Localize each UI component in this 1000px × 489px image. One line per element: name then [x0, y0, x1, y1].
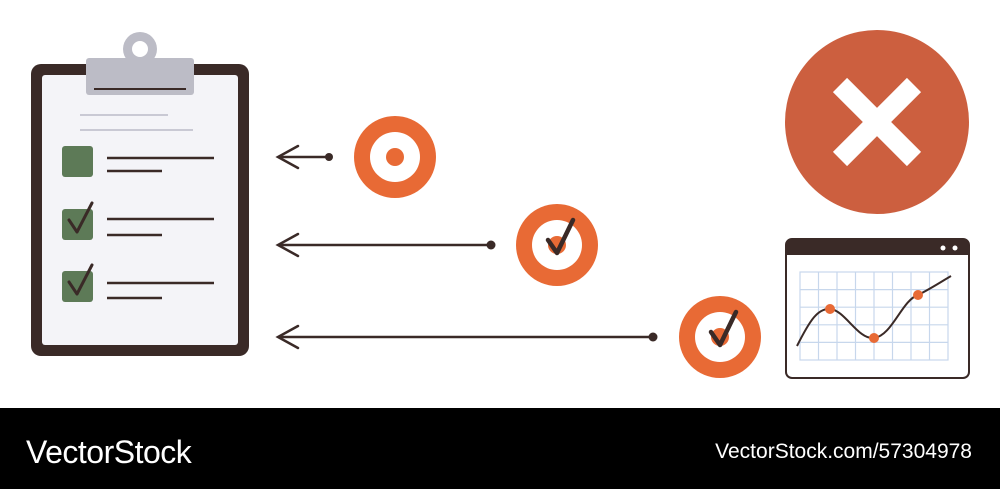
target-icon	[354, 116, 436, 198]
watermark-bar: VectorStock VectorStock.com/57304978	[0, 408, 1000, 489]
checkbox-checked	[62, 271, 93, 302]
target-check-icon	[516, 204, 598, 286]
checkbox-checked	[62, 209, 93, 240]
clip-plate	[86, 58, 194, 95]
check-icon	[708, 309, 739, 348]
check-icon	[67, 201, 94, 234]
checkbox-empty	[62, 146, 93, 177]
clipboard-checklist-icon	[31, 32, 249, 356]
arrow-left-icon	[275, 144, 333, 170]
target-check-icon	[679, 296, 761, 378]
arrow-left-icon	[275, 232, 496, 258]
chart-point	[913, 290, 923, 300]
chart-point	[869, 333, 879, 343]
arrow-left-icon	[275, 324, 658, 350]
check-icon	[67, 263, 94, 296]
image-id-text: VectorStock.com/57304978	[715, 440, 972, 463]
brand-logo: VectorStock	[26, 434, 192, 470]
chart-grid	[799, 271, 949, 361]
check-icon	[545, 217, 576, 256]
line-chart-window-icon	[785, 238, 970, 379]
chart-point	[825, 304, 835, 314]
illustration	[31, 30, 970, 379]
close-x-icon	[785, 30, 969, 214]
